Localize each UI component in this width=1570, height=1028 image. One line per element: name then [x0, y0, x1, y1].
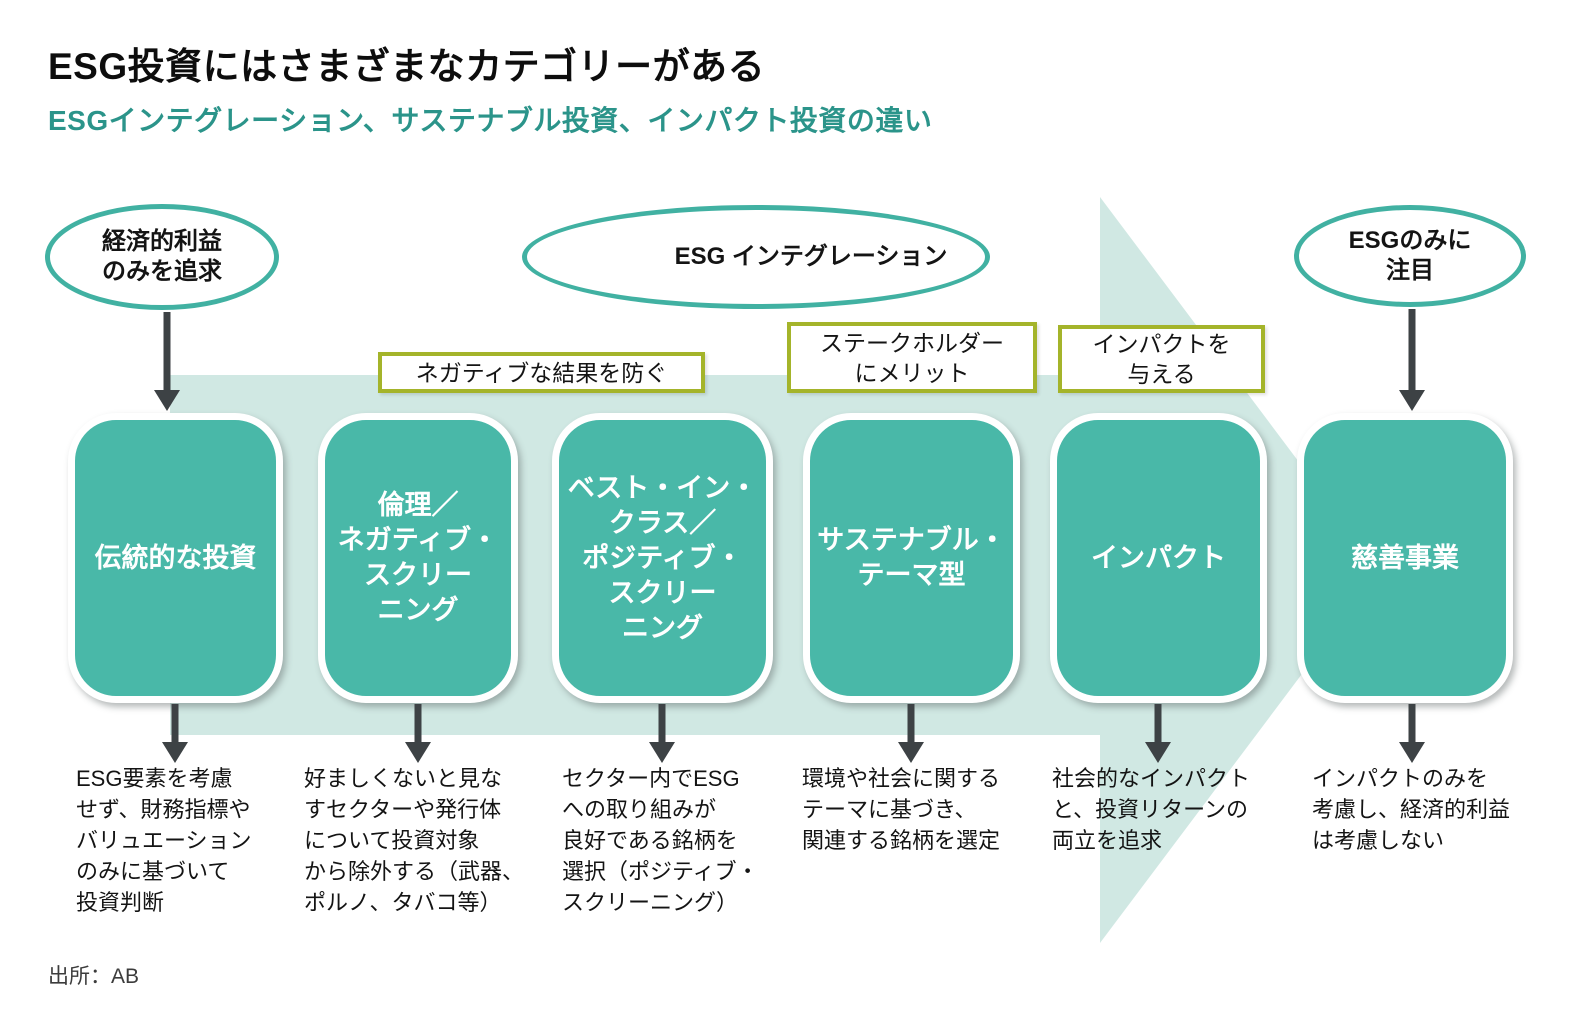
callout-label: ネガティブな結果を防ぐ	[415, 359, 668, 386]
arrow-box2-to-description	[405, 704, 431, 763]
oval-esg-integration: ESG インテグレーション	[522, 205, 990, 309]
oval-financial-return-only: 経済的利益 のみを追求	[45, 204, 279, 310]
category-box-sustainable-theme: サステナブル・ テーマ型	[803, 413, 1020, 703]
arrow-oval-right-to-box	[1399, 309, 1425, 411]
callout-label: インパクトを 与える	[1092, 331, 1231, 387]
category-box-label: 慈善事業	[1351, 542, 1459, 573]
category-box-label: 倫理／ ネガティブ・ スクリー ニング	[337, 490, 499, 625]
arrow-box1-to-description	[162, 704, 188, 763]
description-traditional-investment: ESG要素を考慮 せず、財務指標や バリュエーション のみに基づいて 投資判断	[76, 766, 252, 915]
callout-label: ステークホルダー にメリット	[820, 329, 1004, 386]
category-box-traditional-investment: 伝統的な投資	[68, 413, 283, 703]
category-box-philanthropy: 慈善事業	[1297, 413, 1513, 703]
category-box-impact: インパクト	[1050, 413, 1267, 703]
category-box-label: サステナブル・ テーマ型	[817, 525, 1006, 590]
description-sustainable-theme: 環境や社会に関する テーマに基づき、 関連する銘柄を選定	[802, 766, 1001, 853]
category-box-label: ベスト・イン・ クラス／ ポジティブ・ スクリー ニング	[567, 472, 758, 643]
category-box-ethical-negative-screening: 倫理／ ネガティブ・ スクリー ニング	[318, 413, 518, 703]
description-ethical-negative-screening: 好ましくないと見な すセクターや発行体 について投資対象 から除外する（武器、 …	[304, 766, 525, 915]
category-box-label: 伝統的な投資	[94, 542, 257, 573]
callout-prevent-negative-outcomes: ネガティブな結果を防ぐ	[378, 352, 705, 393]
callout-give-impact: インパクトを 与える	[1058, 325, 1265, 393]
oval-label: 経済的利益 のみを追求	[102, 228, 222, 285]
description-impact: 社会的なインパクト と、投資リターンの 両立を追求	[1052, 766, 1251, 853]
arrow-box5-to-description	[1145, 704, 1171, 763]
description-best-in-class-positive-screening: セクター内でESG への取り組みが 良好である銘柄を 選択（ポジティブ・ スクリ…	[562, 766, 759, 915]
description-philanthropy: インパクトのみを 考慮し、経済的利益 は考慮しない	[1312, 766, 1511, 853]
arrow-oval-left-to-box	[154, 312, 180, 411]
source-note: 出所：AB	[48, 965, 140, 988]
oval-label: ESGのみに 注目	[1348, 227, 1472, 284]
category-box-label: インパクト	[1091, 542, 1226, 573]
oval-label: ESG インテグレーション	[674, 243, 948, 270]
oval-esg-only: ESGのみに 注目	[1294, 205, 1526, 307]
arrow-box4-to-description	[898, 704, 924, 763]
callout-stakeholder-merit: ステークホルダー にメリット	[787, 322, 1037, 393]
page-title: ESG投資にはさまざまなカテゴリーがある	[48, 46, 766, 87]
arrow-box3-to-description	[649, 704, 675, 763]
category-box-best-in-class-positive-screening: ベスト・イン・ クラス／ ポジティブ・ スクリー ニング	[552, 413, 773, 703]
page-subtitle: ESGインテグレーション、サステナブル投資、インパクト投資の違い	[48, 105, 933, 136]
arrow-box6-to-description	[1399, 704, 1425, 763]
